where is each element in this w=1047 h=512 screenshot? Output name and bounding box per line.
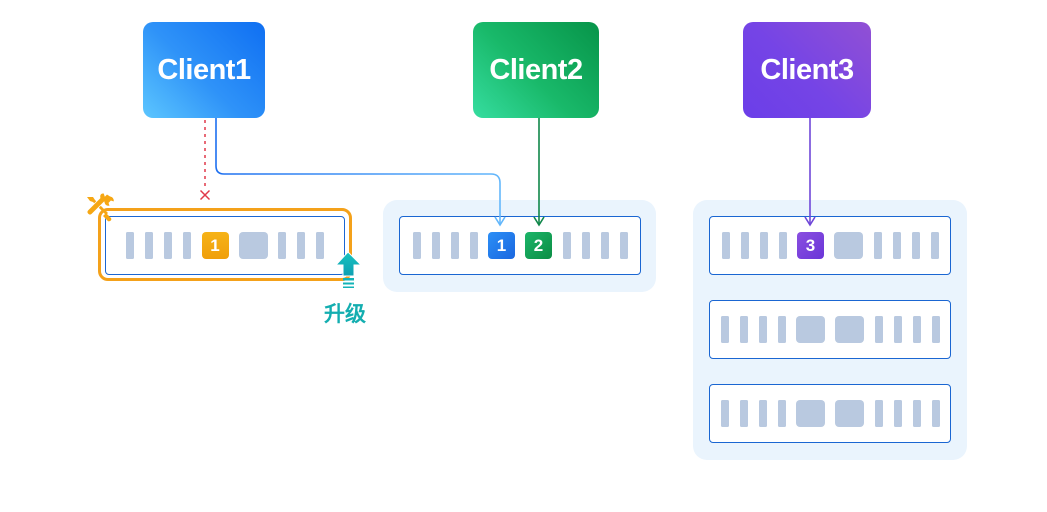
slot-block (835, 316, 864, 343)
slot (759, 232, 768, 259)
slot (873, 232, 882, 259)
slot (777, 400, 786, 427)
slot-block (796, 316, 825, 343)
client2-label: Client2 (489, 53, 583, 86)
slot (721, 232, 730, 259)
server-middle-tag-2: 2 (525, 232, 552, 259)
client1-label: Client1 (157, 53, 251, 86)
client2-node: Client2 (473, 22, 599, 118)
client1-to-middle-connector (215, 118, 506, 227)
server-middle-tag-1: 1 (488, 232, 515, 259)
slot (911, 232, 920, 259)
slot (931, 400, 940, 427)
server-left-tag-1: 1 (201, 232, 229, 259)
slot (297, 232, 305, 259)
server-left: 1 (105, 216, 345, 275)
slot (469, 232, 478, 259)
slot (720, 400, 729, 427)
server-right-3 (709, 384, 951, 443)
slot-block (238, 232, 268, 259)
slot (930, 232, 939, 259)
client1-blocked-connector (199, 120, 211, 201)
client3-node: Client3 (743, 22, 871, 118)
slot (912, 400, 921, 427)
arrow-head-icon (804, 216, 816, 227)
slot (758, 400, 767, 427)
slot (145, 232, 153, 259)
slot (278, 232, 286, 259)
slot (777, 316, 786, 343)
slot (892, 232, 901, 259)
maintenance-tools-icon (86, 192, 115, 222)
server-right-2 (709, 300, 951, 359)
slot (600, 232, 609, 259)
slot-block (834, 232, 863, 259)
client1-node: Client1 (143, 22, 265, 118)
slot (893, 316, 902, 343)
server-right-tag-3: 3 (797, 232, 824, 259)
slot-block (796, 400, 825, 427)
slot (720, 316, 729, 343)
slot (412, 232, 421, 259)
slot (874, 400, 883, 427)
slot (126, 232, 134, 259)
upgrade-label: 升级 (324, 302, 366, 326)
slot-block (835, 400, 864, 427)
server-middle: 1 2 (399, 216, 641, 275)
slot (164, 232, 172, 259)
upgrade-arrow-icon (334, 251, 363, 288)
blocked-x-icon (199, 189, 211, 201)
slot (740, 232, 749, 259)
slot (758, 316, 767, 343)
slot (316, 232, 324, 259)
client3-to-right-connector (804, 118, 816, 227)
client2-to-middle-connector (533, 118, 545, 227)
slot (581, 232, 590, 259)
slot (874, 316, 883, 343)
slot (450, 232, 459, 259)
slot (893, 400, 902, 427)
slot (183, 232, 191, 259)
arrow-head-icon (494, 216, 506, 227)
arrow-head-icon (533, 216, 545, 227)
slot (739, 316, 748, 343)
slot (912, 316, 921, 343)
slot (778, 232, 787, 259)
server-right-1: 3 (709, 216, 951, 275)
slot (619, 232, 628, 259)
client3-label: Client3 (760, 53, 854, 86)
slot (562, 232, 571, 259)
slot (739, 400, 748, 427)
slot (931, 316, 940, 343)
upgrade-highlight-ring (98, 208, 352, 281)
slot (431, 232, 440, 259)
